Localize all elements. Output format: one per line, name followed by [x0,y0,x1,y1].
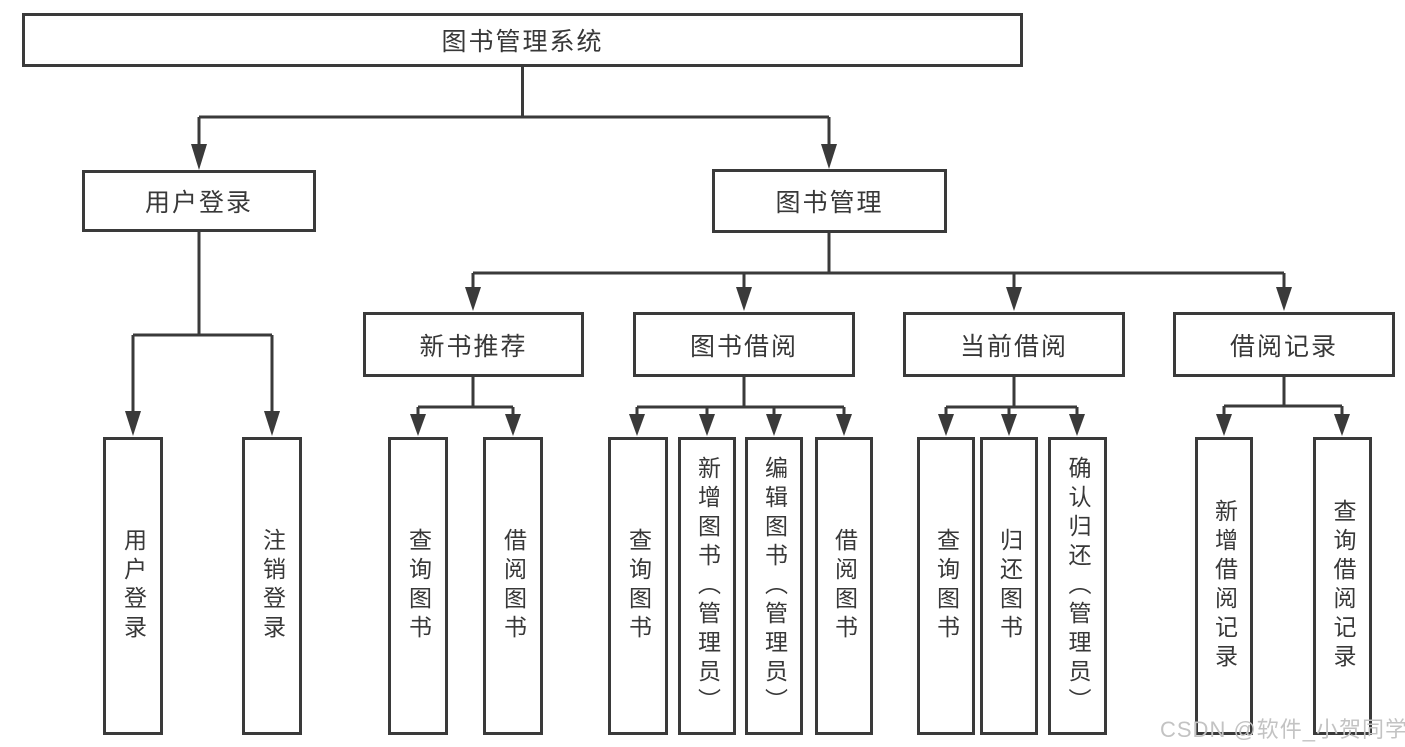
leaf-newbook-borrow: 借阅图书 [483,437,543,735]
leaf-label: 注销登录 [259,528,286,644]
leaf-label: 借阅图书 [831,528,858,644]
leaf-label: 确认归还（管理员） [1065,455,1091,717]
leaf-label: 借阅图书 [500,528,527,644]
leaf-label: 新增图书（管理员） [694,455,721,717]
leaf-label: 编辑图书（管理员） [761,455,788,717]
leaf-label: 查询图书 [405,528,432,644]
node-user-login: 用户登录 [82,170,316,232]
connector-book-borrow [629,377,852,436]
leaf-logout: 注销登录 [242,437,302,735]
leaf-record-query: 查询借阅记录 [1313,437,1372,735]
node-module-label: 借阅记录 [1229,332,1338,361]
node-root-label: 图书管理系统 [441,28,604,56]
node-book-mgmt: 图书管理 [712,169,947,233]
node-module-label: 新书推荐 [419,332,528,361]
connector-new-book [410,377,521,436]
node-module-label: 当前借阅 [959,332,1068,361]
connector-borrow-record [1216,377,1350,436]
leaf-label: 用户登录 [120,528,147,644]
node-module-book-borrow: 图书借阅 [633,312,855,377]
leaf-label: 查询图书 [933,528,960,644]
leaf-user-login: 用户登录 [103,437,163,735]
leaf-label: 查询借阅记录 [1330,499,1356,673]
node-book-mgmt-label: 图书管理 [775,189,884,217]
connector-user-login [125,232,280,436]
node-module-label: 图书借阅 [689,332,798,361]
leaf-current-confirm-admin: 确认归还（管理员） [1048,437,1107,735]
connector-root [191,67,837,170]
leaf-label: 查询图书 [625,528,652,644]
node-user-login-label: 用户登录 [144,189,253,217]
watermark: CSDN @软件_小贺同学 [1160,717,1405,742]
leaf-borrow-borrow: 借阅图书 [815,437,873,735]
leaf-borrow-add-admin: 新增图书（管理员） [678,437,736,735]
leaf-newbook-query: 查询图书 [388,437,448,735]
leaf-record-add: 新增借阅记录 [1195,437,1253,735]
node-module-borrow-record: 借阅记录 [1173,312,1395,377]
leaf-borrow-query: 查询图书 [608,437,668,735]
leaf-label: 新增借阅记录 [1211,499,1238,673]
node-root: 图书管理系统 [22,13,1023,67]
leaf-label: 归还图书 [996,528,1023,644]
connector-book-mgmt [465,233,1292,311]
leaf-current-query: 查询图书 [917,437,975,735]
leaf-current-return: 归还图书 [980,437,1038,735]
node-module-current-borrow: 当前借阅 [903,312,1125,377]
leaf-borrow-edit-admin: 编辑图书（管理员） [745,437,803,735]
node-module-new-book: 新书推荐 [363,312,584,377]
connector-current-borrow [938,377,1085,436]
